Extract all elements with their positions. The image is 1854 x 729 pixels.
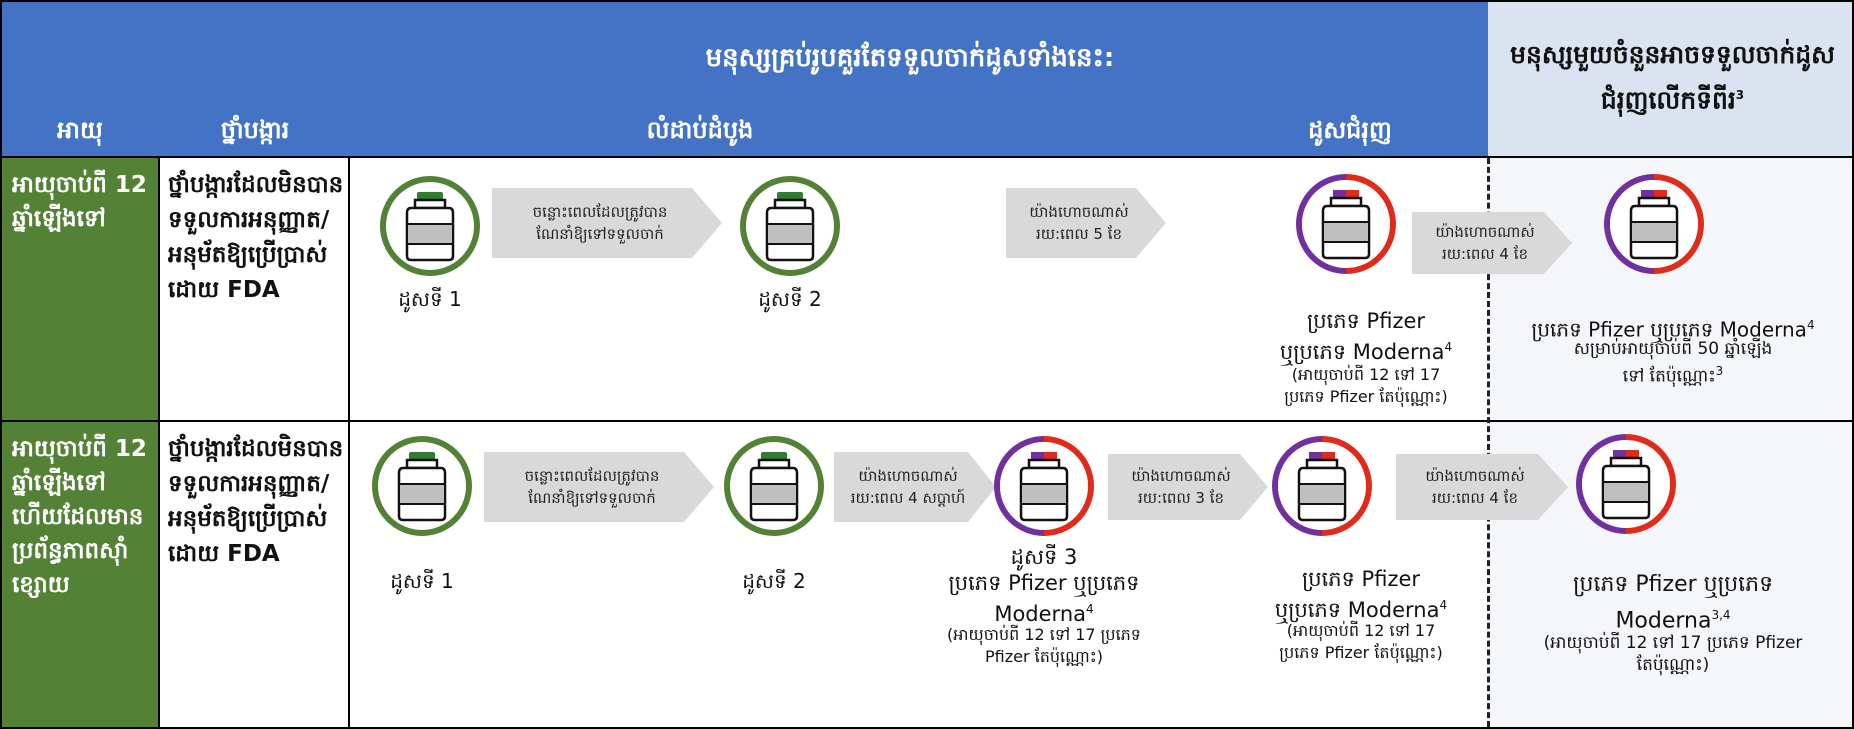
row2-booster-label: ប្រភេទ Pfizer ឬប្រភេទ Moderna4 bbox=[1274, 567, 1448, 622]
header-col-age: អាយុ bbox=[57, 115, 103, 144]
row2-age-text: អាយុចាប់ពី 12 ឆ្នាំឡើងទៅ ហើយដែលមានប្រព័ន… bbox=[12, 436, 147, 598]
row1-booster-note: (អាយុចាប់ពី 12 ទៅ 17 ប្រភេទ Pfizer តែប៉ុ… bbox=[1284, 365, 1448, 406]
row1-second-booster-vial-icon bbox=[1604, 174, 1704, 274]
row2-4-week-arrow: យ៉ាងហោចណាស់រយ:ពេល 4 សប្ដាហ៍ bbox=[834, 452, 996, 522]
row1-interval-arrow: ចន្លោះពេលដែលត្រូវបានណែនាំឱ្យទៅទទួលចាក់ bbox=[492, 188, 722, 258]
row2-second-booster-note: (អាយុចាប់ពី 12 ទៅ 17 ប្រភេទ Pfizer តែប៉ុ… bbox=[1543, 633, 1803, 675]
row1-vaccine-text: ថ្នាំបង្ការដែលមិនបានទទួលការអនុញ្ញាត/អនុម… bbox=[168, 172, 344, 303]
row2-dose1-vial-icon bbox=[372, 436, 472, 536]
row-divider-top bbox=[0, 156, 1854, 158]
row2-4-month-arrow: យ៉ាងហោចណាស់រយ:ពេល 4 ខែ bbox=[1396, 454, 1568, 520]
header-top-banner: មនុស្សគ្រប់រូបគួរតែទទួលចាក់ដូសទាំងនេះ: bbox=[705, 43, 1115, 73]
row-divider-bottom bbox=[0, 727, 1854, 729]
row2-dose3-label: ដូសទី 3 ប្រភេទ Pfizer ឬប្រភេទ Moderna4 bbox=[948, 545, 1140, 626]
col-divider-1 bbox=[158, 156, 160, 729]
row1-4-month-arrow: យ៉ាងហោចណាស់រយ:ពេល 4 ខែ bbox=[1412, 212, 1572, 274]
row2-booster-vial-icon bbox=[1272, 436, 1372, 536]
header-bar bbox=[0, 0, 1488, 156]
row1-age-text: អាយុចាប់ពី 12 ឆ្នាំឡើងទៅ bbox=[12, 172, 147, 232]
row1-dose2-label: ដូសទី 2 bbox=[758, 287, 822, 311]
row1-5-month-arrow: យ៉ាងហោចណាស់រយ:ពេល 5 ខែ bbox=[1006, 188, 1166, 258]
row1-booster-label: ប្រភេទ Pfizer ឬប្រភេទ Moderna4 bbox=[1279, 309, 1453, 364]
row2-dose1-label: ដូសទី 1 bbox=[390, 569, 454, 593]
row2-dose2-label: ដូសទី 2 bbox=[742, 569, 806, 593]
second-booster-header bbox=[1488, 0, 1854, 156]
row2-3-month-arrow: យ៉ាងហោចណាស់រយ:ពេល 3 ខែ bbox=[1108, 454, 1268, 520]
outer-right-border bbox=[1852, 0, 1854, 729]
row2-dose3-note: (អាយុចាប់ពី 12 ទៅ 17 ប្រភេទ Pfizer តែប៉ុ… bbox=[947, 625, 1141, 666]
header-right-banner: មនុស្សមួយចំនួនអាចទទួលចាក់ដូសជំរុញលើកទីពី… bbox=[1510, 40, 1835, 115]
row1-dose1-label: ដូសទី 1 bbox=[398, 287, 462, 311]
row2-age-cell bbox=[0, 422, 160, 729]
row2-booster-note: (អាយុចាប់ពី 12 ទៅ 17 ប្រភេទ Pfizer តែប៉ុ… bbox=[1279, 621, 1443, 662]
row2-second-booster-label: ប្រភេទ Pfizer ឬប្រភេទ Moderna3,4 bbox=[1572, 572, 1774, 634]
outer-left-border bbox=[0, 0, 2, 729]
row2-dose2-vial-icon bbox=[724, 436, 824, 536]
header-col-vaccine: ថ្នាំបង្ការ bbox=[220, 115, 290, 144]
row1-booster-vial-icon bbox=[1296, 174, 1396, 274]
row1-dose1-vial-icon bbox=[380, 176, 480, 276]
header-col-primary: លំដាប់ដំបូង bbox=[646, 115, 754, 144]
row2-vaccine-text: ថ្នាំបង្ការដែលមិនបានទទួលការអនុញ្ញាត/អនុម… bbox=[168, 436, 344, 567]
row1-second-booster-note: សម្រាប់អាយុចាប់ពី 50 ឆ្នាំឡើង ទៅ តែប៉ុណ្… bbox=[1573, 339, 1773, 387]
row1-age-cell bbox=[0, 158, 160, 420]
row2-second-booster-vial-icon bbox=[1576, 434, 1676, 534]
row-divider-middle bbox=[0, 420, 1854, 422]
row2-interval-arrow: ចន្លោះពេលដែលត្រូវបានណែនាំឱ្យទៅទទួលចាក់ bbox=[484, 452, 714, 522]
row2-dose3-vial-icon bbox=[994, 436, 1094, 536]
second-booster-dashed-divider bbox=[1487, 158, 1490, 727]
outer-top-border bbox=[0, 0, 1854, 2]
col-divider-2 bbox=[348, 156, 350, 729]
row1-second-booster-label: ប្រភេទ Pfizer ឬប្រភេទ Moderna4 bbox=[1531, 317, 1815, 342]
header-col-booster: ដូសជំរុញ bbox=[1308, 115, 1392, 144]
row1-dose2-vial-icon bbox=[740, 176, 840, 276]
